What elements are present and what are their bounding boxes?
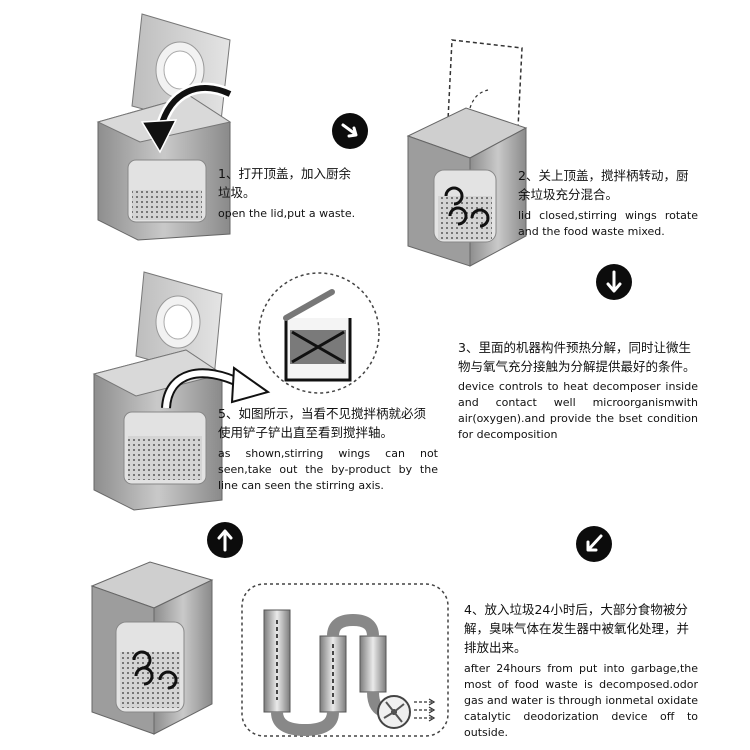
step5-zh: 5、如图所示，当看不见搅拌柄就必须使用铲子铲出直至看到搅拌轴。 (218, 406, 426, 440)
step2-zh: 2、关上顶盖，搅拌柄转动，厨余垃圾充分混合。 (518, 168, 689, 202)
step5-en: as shown,stirring wings can not seen,tak… (218, 447, 438, 492)
scoop-bin-detail (258, 272, 380, 394)
step4-zh: 4、放入垃圾24小时后，大部分食物被分解，臭味气体在发生器中被氧化处理，并排放出… (464, 602, 690, 655)
machine-scoop-figure (92, 271, 271, 511)
machine-closed-lid-figure (406, 39, 528, 267)
step2-en: lid closed,stirring wings rotate and the… (518, 209, 698, 238)
step4-en: after 24hours from put into garbage,the … (464, 662, 698, 739)
step3-zh: 3、里面的机器构件预热分解，同时让微生物与氧气充分接触为分解提供最好的条件。 (458, 340, 696, 374)
deodorization-pipe-detail (241, 583, 449, 737)
arrow-down-left-icon (576, 526, 612, 562)
arrow-down-icon (596, 264, 632, 300)
step3-en: device controls to heat decomposer insid… (458, 380, 698, 441)
machine-open-lid-figure (96, 13, 233, 241)
arrow-right-down-icon (332, 113, 368, 149)
step1-en: open the lid,put a waste. (218, 207, 356, 220)
arrow-up-icon (207, 522, 243, 558)
machine-decompose-figure (90, 561, 214, 735)
step1-zh: 1、打开顶盖，加入厨余垃圾。 (218, 166, 351, 200)
